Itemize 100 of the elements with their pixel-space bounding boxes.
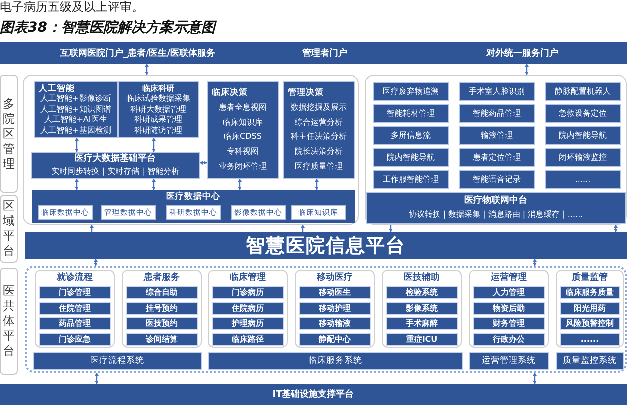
platform-band: IT基础设施支撑平台 [0, 384, 627, 405]
platform-band: 智慧医院信息平台 [25, 232, 627, 259]
feature-tile: 智能药品管理 [459, 104, 535, 123]
platform-card [31, 152, 200, 179]
module-group [295, 270, 375, 348]
function-tile: 移动医生 [299, 286, 371, 299]
card-item: 临床试验数据采集 [126, 94, 190, 104]
feature-tile: 智能耗材管理 [373, 104, 449, 123]
double-arrow [532, 259, 538, 266]
card-item: 人工智能+知识图谱 [40, 104, 112, 114]
function-tile: 临床路径 [212, 332, 284, 346]
card-title: 管理决策 [288, 88, 324, 98]
arrow [388, 225, 394, 232]
card-item: 综合运营分析 [295, 118, 343, 128]
module-group [35, 270, 115, 348]
function-tile: 重症ICU [386, 332, 458, 346]
card-title: 人工智能 [39, 84, 75, 94]
platform-subtitle: 协议转换 | 数据采集 | 消息路由 | 消息缓存 | ...... [408, 209, 584, 220]
double-arrow [144, 64, 150, 75]
function-tile: ...... [560, 332, 620, 346]
platform-card [366, 192, 626, 224]
feature-tile: 患者定位管理 [459, 148, 535, 167]
function-tile: 医技预约 [126, 317, 198, 330]
double-arrow [524, 64, 530, 75]
card-item: 人工智能+基因检测 [40, 126, 112, 136]
function-tile: 财务管理 [473, 317, 545, 330]
feature-tile: 手术室人脸识别 [459, 82, 535, 101]
double-arrow [614, 225, 618, 232]
module-card [34, 81, 118, 138]
platform-title: 医疗物联网中台 [464, 196, 528, 207]
feature-tile: 院内智能导航 [545, 126, 621, 145]
function-tile: 综合自助 [126, 286, 198, 299]
card-item: 临床CDSS [224, 132, 262, 142]
card-item: 人工智能+AI医生 [44, 115, 108, 125]
function-tile: 住院管理 [39, 302, 111, 314]
module-group [208, 270, 288, 348]
portal-band: 互联网医院门户_患者/医生/医联体服务 [0, 42, 276, 64]
double-arrow [94, 259, 98, 266]
system-bar: 质量监控系统 [556, 352, 624, 370]
group-title: 患者服务 [144, 271, 180, 285]
function-tile: 行政办公 [473, 332, 545, 346]
group-title: 就诊流程 [57, 271, 93, 285]
feature-tile: 院内智能导航 [373, 148, 449, 167]
function-tile: 诊间结算 [126, 332, 198, 346]
feature-tile: 多屏信息流 [373, 126, 449, 145]
function-tile: 移动护理 [299, 302, 371, 314]
dashed-container [25, 266, 627, 373]
card-item: 患者全息视图 [219, 102, 267, 113]
feature-tile: 闭环输液监控 [545, 148, 621, 167]
platform-title: 医疗大数据基础平台 [75, 154, 156, 165]
feature-tile: ...... [545, 170, 621, 189]
side-label-panel: 医共体平台 [0, 268, 18, 375]
container-panel [365, 75, 627, 225]
card-item: 临床知识库 [223, 118, 263, 128]
feature-tile: 智能语音记录 [459, 170, 535, 189]
side-label-panel: 区域平台 [0, 195, 18, 263]
module-card [207, 81, 279, 179]
function-tile: 静配中心 [299, 332, 371, 346]
card-item: 科主任决策分析 [291, 132, 347, 142]
double-arrow [532, 373, 538, 384]
double-arrow [200, 160, 207, 166]
function-tile: 门诊管理 [39, 286, 111, 299]
arrow [90, 225, 94, 232]
function-tile: 药品管理 [39, 317, 111, 330]
portal-band: 对外统一服务门户 [374, 42, 627, 64]
function-tile: 门诊病历 [212, 286, 284, 299]
card-title: 医疗数据中心 [166, 190, 220, 204]
double-arrow [152, 179, 156, 190]
card-item: 医疗质量管理 [295, 162, 343, 172]
module-card [118, 81, 199, 138]
container-panel [23, 75, 359, 225]
group-title: 医技辅助 [404, 271, 440, 285]
function-tile: 手术麻醉 [386, 317, 458, 330]
function-tile: 门诊应急 [39, 332, 111, 346]
card-item: 专科视图 [227, 147, 259, 158]
system-bar: 运营管理系统 [469, 352, 549, 370]
double-arrow [314, 179, 320, 190]
function-tile: 挂号预约 [126, 302, 198, 314]
module-group [556, 270, 624, 348]
module-card [283, 81, 355, 179]
function-tile: 风险预警控制 [560, 317, 620, 330]
function-tile: 检验系统 [386, 286, 458, 299]
function-tile: 护理病历 [212, 317, 284, 330]
function-tile: 物资后勤 [473, 302, 545, 314]
portal-band: 管理者门户 [276, 42, 374, 64]
system-bar: 医疗流程系统 [33, 352, 202, 370]
card-item: 科研随访管理 [134, 126, 182, 136]
function-tile: 人力管理 [473, 286, 545, 299]
card-title: 临床科研 [142, 84, 174, 94]
card-item: 数据挖掘及展示 [291, 102, 347, 113]
platform-subtitle: 实时同步转换 | 实时存储 | 智能分析 [52, 166, 180, 177]
double-arrow [94, 373, 100, 384]
group-title: 移动医疗 [317, 271, 353, 285]
module-group [469, 270, 549, 348]
system-bar: 临床服务系统 [208, 352, 463, 370]
double-arrow [152, 138, 156, 152]
feature-tile: 输液管理 [459, 126, 535, 145]
function-tile: 影像系统 [386, 302, 458, 314]
module-group [382, 270, 462, 348]
double-arrow [74, 138, 80, 152]
